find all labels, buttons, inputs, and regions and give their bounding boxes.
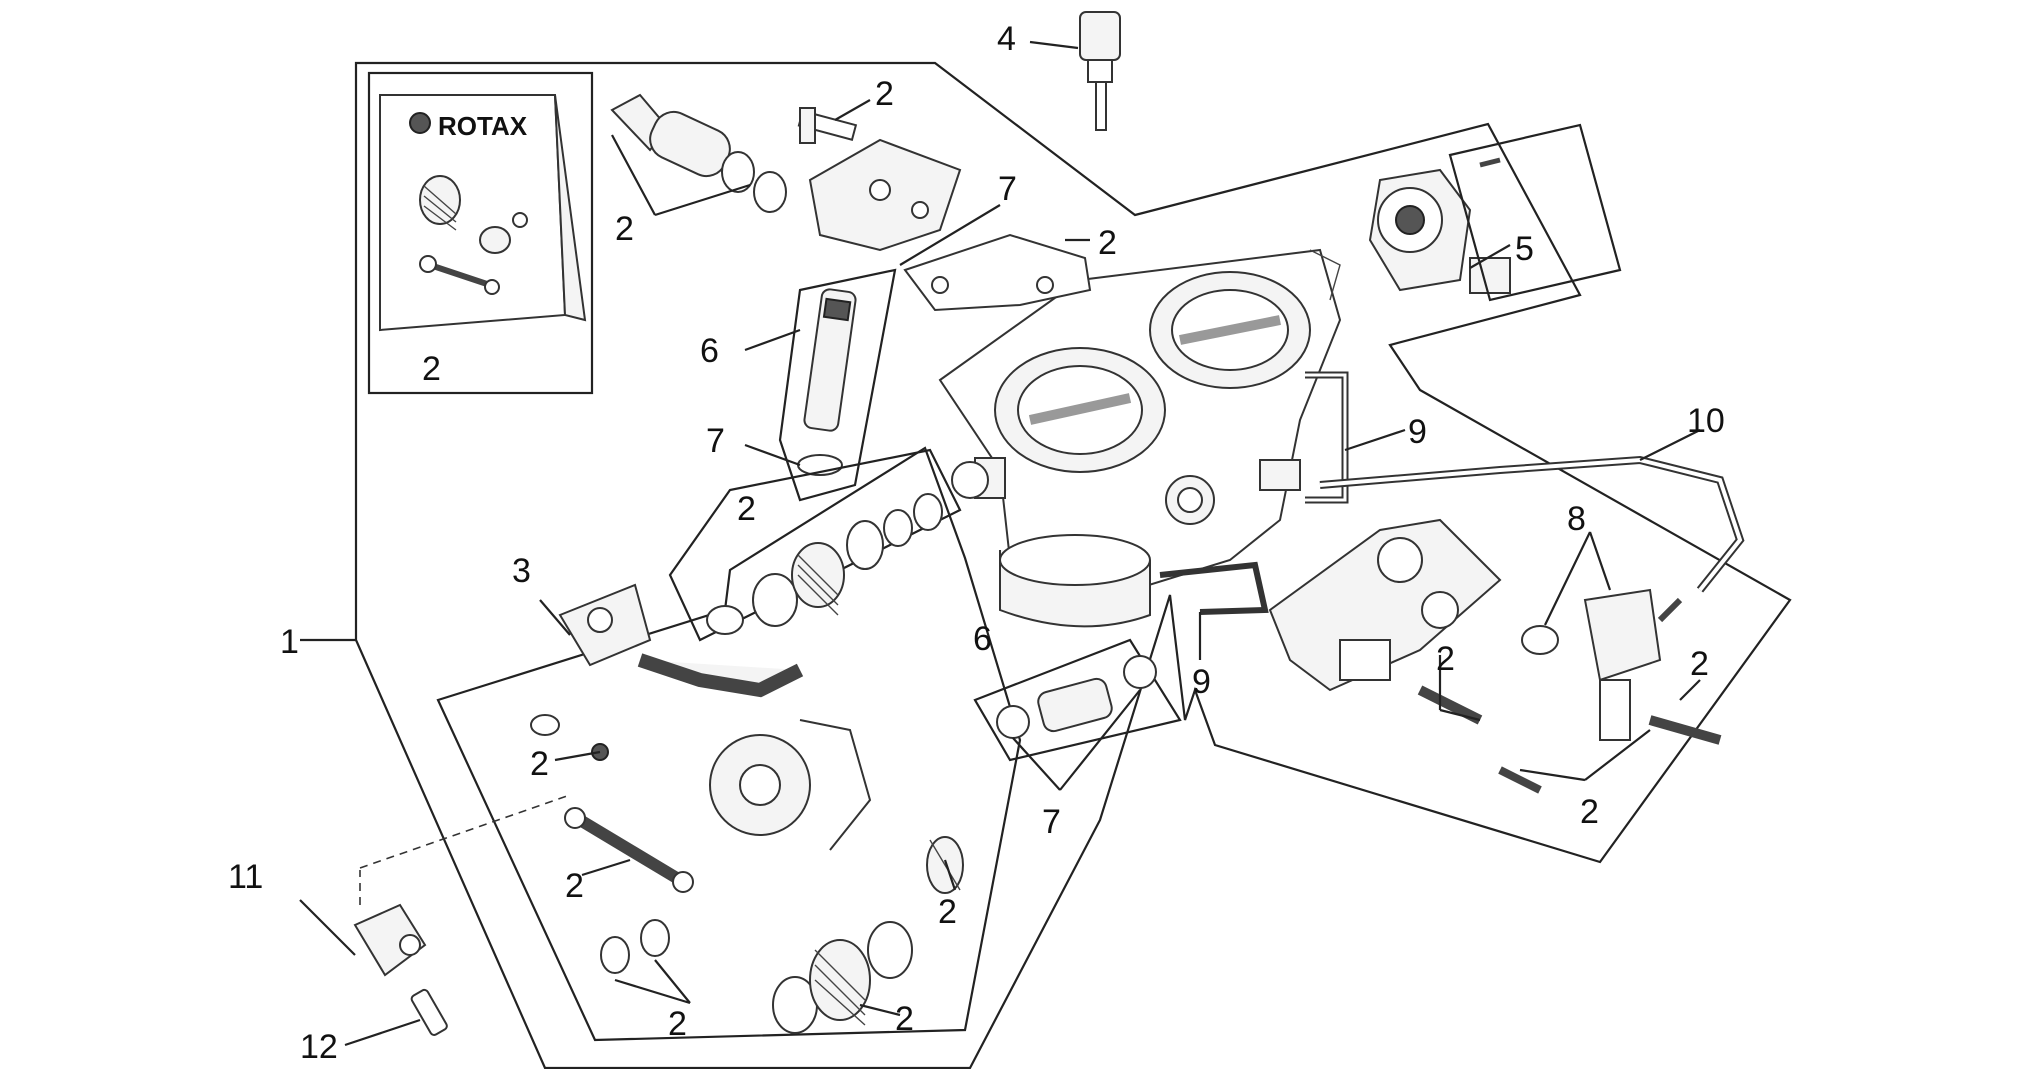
throttle-linkage-group (359, 446, 1022, 1042)
fuel-injector (778, 268, 897, 502)
assembly-outline (354, 61, 1792, 1069)
throttle-body (938, 248, 1342, 628)
callout-10: 10 (1687, 402, 1725, 440)
callout-6-injector: 6 (700, 332, 719, 370)
bypass-screw-group (610, 93, 787, 213)
callout-2-kit: 2 (422, 350, 441, 388)
hose-9-lower (1159, 561, 1269, 615)
callout-2-spring-right: 2 (938, 893, 957, 931)
callout-5: 5 (1515, 230, 1534, 268)
leader-lines (299, 40, 1701, 1047)
spring-washer-row (668, 448, 962, 642)
callout-12: 12 (300, 1028, 338, 1066)
callout-3: 3 (512, 552, 531, 590)
throttle-position-sensor (1368, 123, 1622, 302)
return-spring-lower (772, 836, 964, 1034)
callout-11: 11 (228, 858, 263, 896)
throttle-lever-bracket (797, 107, 962, 252)
callout-7-top: 7 (998, 170, 1017, 208)
callout-2-regulator-left: 2 (1436, 640, 1455, 678)
callout-2-regulator-right: 2 (1690, 645, 1709, 683)
cap-and-screw (353, 903, 448, 1036)
callout-2-gasket: 2 (1098, 224, 1117, 262)
rotax-logo-icon (409, 112, 431, 134)
callout-9-lower: 9 (1192, 663, 1211, 701)
callout-6-actuator: 6 (973, 620, 992, 658)
rotax-repair-kit: ROTAX (367, 71, 594, 395)
callout-1: 1 (280, 623, 299, 661)
callout-2-regulator-bottom: 2 (1580, 793, 1599, 831)
callout-2-spring-row: 2 (737, 490, 756, 528)
fuel-regulator-group (1268, 518, 1722, 794)
callout-2-rod: 2 (565, 867, 584, 905)
idle-actuator (973, 638, 1182, 762)
callout-2-linkage-screw: 2 (530, 745, 549, 783)
rotax-brand-text: ROTAX (438, 111, 528, 141)
callout-7-injector-seal: 7 (706, 422, 725, 460)
callout-9-upper: 9 (1408, 413, 1427, 451)
callout-2-lower-spring: 2 (895, 1000, 914, 1038)
callout-2-screw: 2 (875, 75, 894, 113)
temperature-sensor (1079, 11, 1121, 131)
callout-4: 4 (997, 20, 1016, 58)
callout-8: 8 (1567, 500, 1586, 538)
gasket (903, 233, 1092, 312)
callout-2-bushings: 2 (668, 1005, 687, 1043)
callout-2-bypass: 2 (615, 210, 634, 248)
callout-7-actuator-seal: 7 (1042, 803, 1061, 841)
